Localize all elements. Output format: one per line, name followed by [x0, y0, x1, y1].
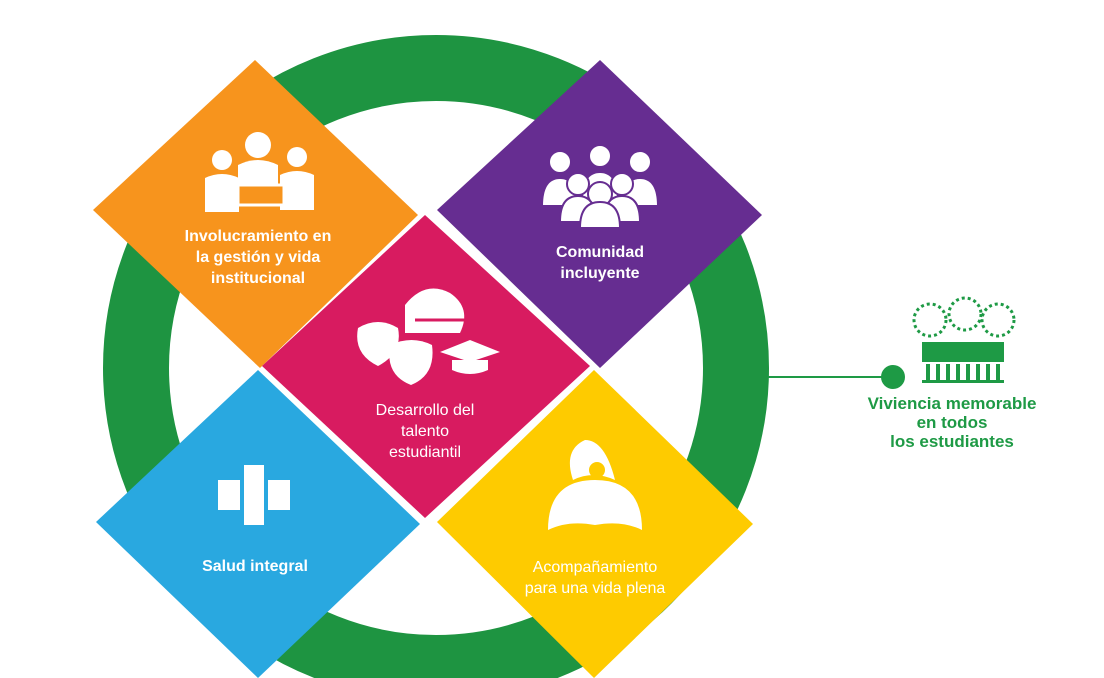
label-talent-line-2: talento [400, 423, 450, 440]
outcome-line-1: Viviencia memorable [867, 394, 1037, 413]
label-accompaniment: Acompañamiento para una vida plena [500, 557, 690, 599]
outcome-line-2: en todos [916, 413, 988, 432]
label-community: Comunidad incluyente [520, 242, 680, 284]
outcome-line-3: los estudiantes [890, 432, 1014, 451]
green-ring [103, 35, 769, 678]
label-talent: Desarrollo del talento estudiantil [350, 400, 500, 463]
health-cross-icon [218, 465, 290, 525]
outcome-label: Viviencia memorable en todos los estudia… [862, 394, 1042, 451]
campus-trees-icon [912, 296, 1016, 383]
community-group-icon [540, 144, 660, 229]
support-figure-icon [548, 440, 642, 530]
people-meeting-icon [205, 132, 314, 212]
label-talent-line-3: estudiantil [388, 444, 462, 461]
label-involvement-line-3: institucional [210, 270, 306, 287]
diamond-involvement [93, 60, 418, 368]
label-talent-line-1: Desarrollo del [375, 402, 475, 419]
label-involvement-line-2: la gestión y vida [195, 249, 321, 266]
label-accompaniment-line-1: Acompañamiento [532, 559, 658, 576]
connector-dot [881, 365, 905, 389]
label-accompaniment-line-2: para una vida plena [524, 580, 666, 597]
label-health-line-1: Salud integral [202, 558, 308, 575]
theater-sports-graduation-icon [357, 288, 500, 385]
label-involvement: Involucramiento en la gestión y vida ins… [158, 226, 358, 289]
label-health: Salud integral [170, 556, 340, 577]
label-community-line-1: Comunidad [556, 244, 644, 261]
label-involvement-line-1: Involucramiento en [184, 228, 332, 245]
label-community-line-2: incluyente [560, 265, 640, 282]
